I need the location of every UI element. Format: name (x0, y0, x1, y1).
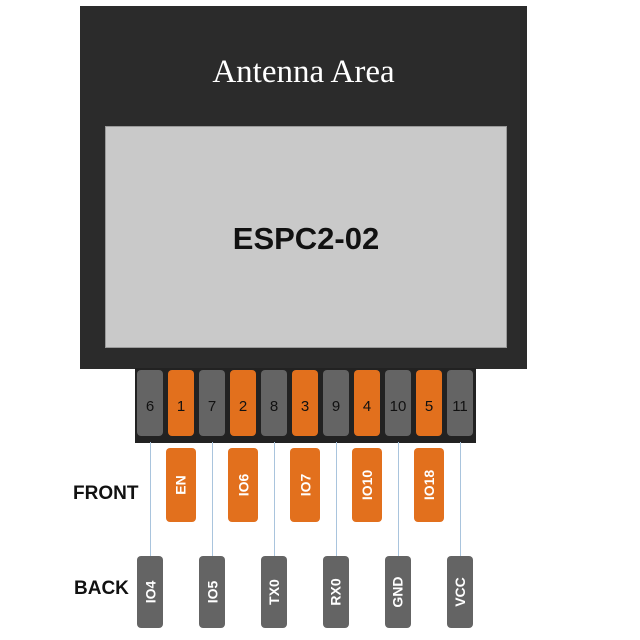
wire-gnd (398, 442, 399, 558)
back-pin-gnd: GND (385, 556, 411, 628)
pad-10: 10 (385, 370, 411, 436)
pad-1: 1 (168, 370, 194, 436)
back-pin-tx0: TX0 (261, 556, 287, 628)
back-pin-io4: IO4 (137, 556, 163, 628)
chip-shield: ESPC2-02 (105, 126, 507, 348)
pad-9: 9 (323, 370, 349, 436)
wire-vcc (460, 442, 461, 558)
front-pin-io18: IO18 (414, 448, 444, 522)
front-row-label: FRONT (73, 483, 139, 504)
front-pin-io7: IO7 (290, 448, 320, 522)
front-pin-io6: IO6 (228, 448, 258, 522)
back-pin-vcc: VCC (447, 556, 473, 628)
esp-module: Antenna Area ESPC2-02 (80, 6, 527, 369)
pad-6: 6 (137, 370, 163, 436)
front-pin-en: EN (166, 448, 196, 522)
antenna-area-label: Antenna Area (212, 54, 395, 90)
front-pin-io10: IO10 (352, 448, 382, 522)
pad-7: 7 (199, 370, 225, 436)
pad-11: 11 (447, 370, 473, 436)
pad-3: 3 (292, 370, 318, 436)
chip-label: ESPC2-02 (232, 221, 380, 256)
back-row-label: BACK (74, 578, 129, 599)
back-pin-rx0: RX0 (323, 556, 349, 628)
pad-8: 8 (261, 370, 287, 436)
wire-rx0 (336, 442, 337, 558)
pad-2: 2 (230, 370, 256, 436)
wire-tx0 (274, 442, 275, 558)
pad-5: 5 (416, 370, 442, 436)
pad-4: 4 (354, 370, 380, 436)
back-pin-io5: IO5 (199, 556, 225, 628)
wire-io5 (212, 442, 213, 558)
wire-io4 (150, 442, 151, 558)
